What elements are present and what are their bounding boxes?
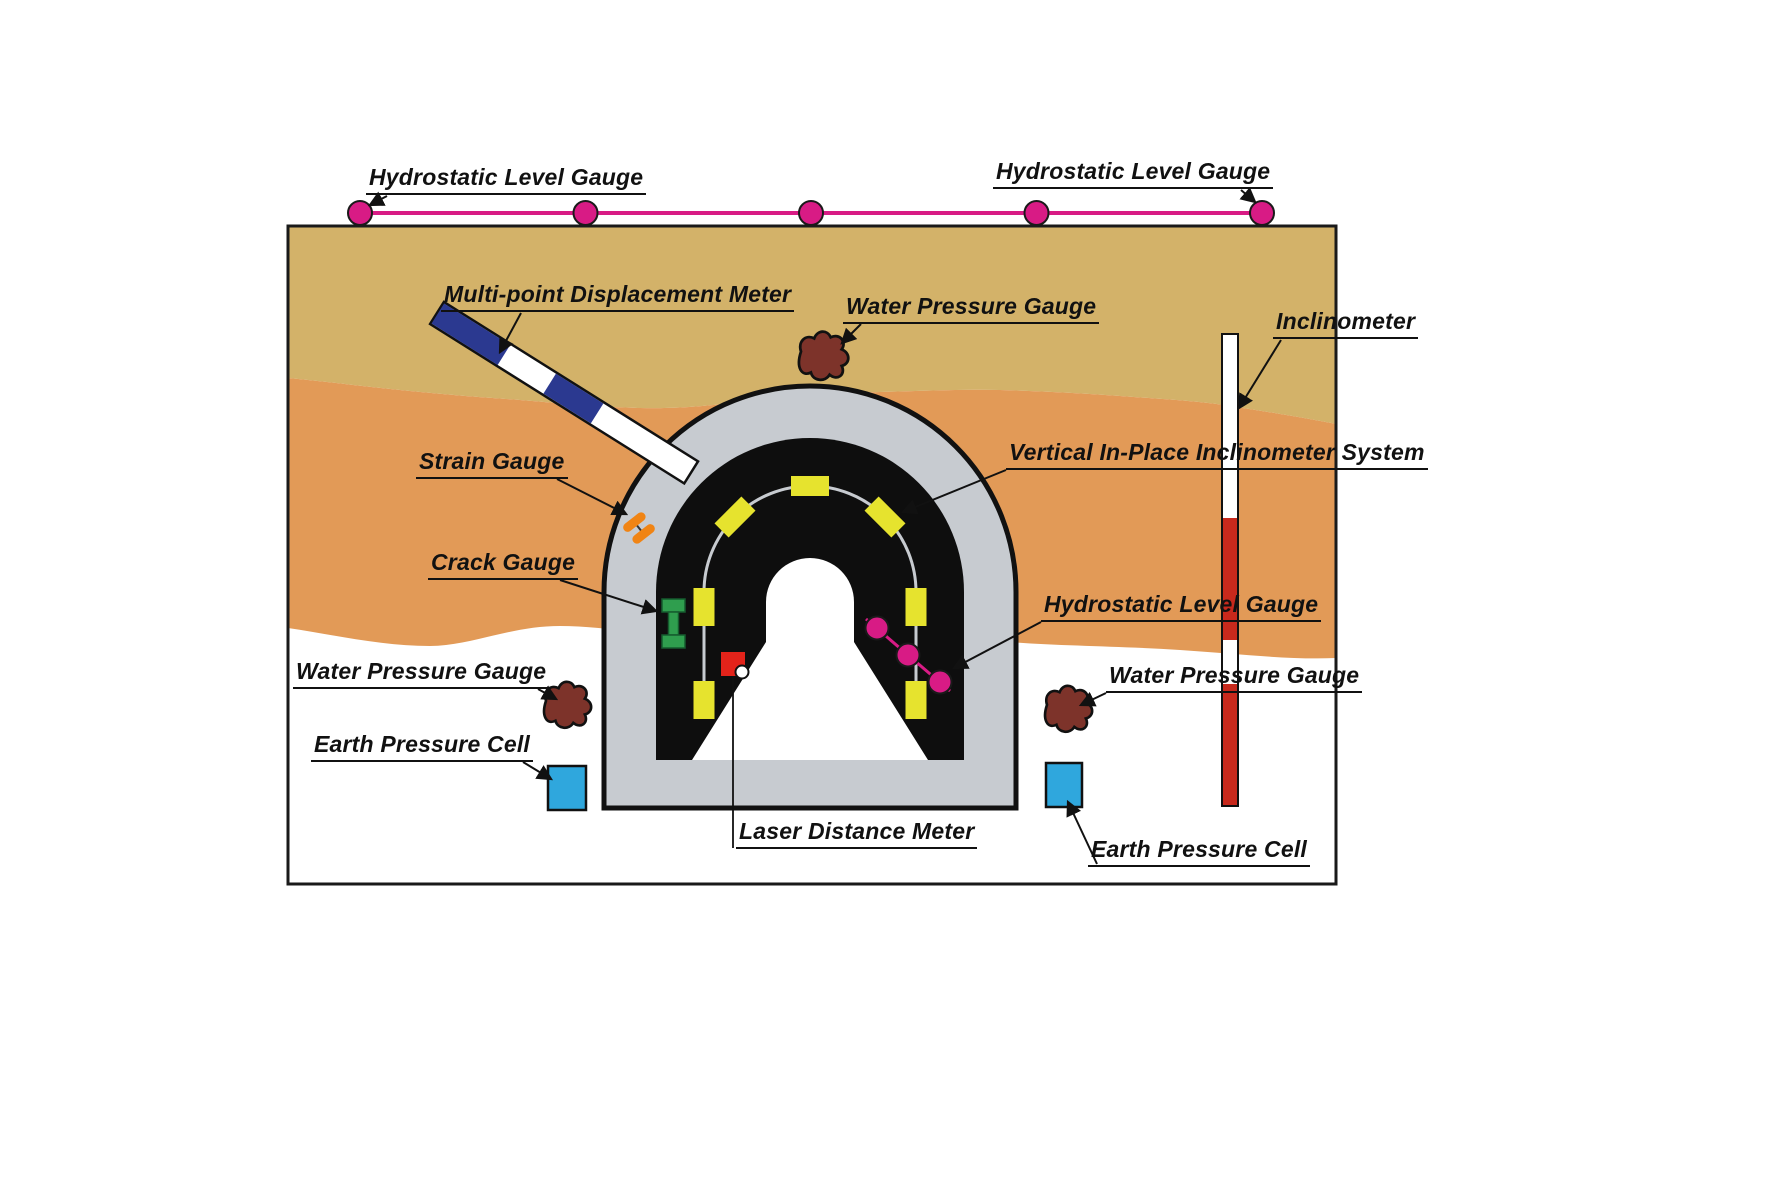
vertical-inclinometer-markers xyxy=(693,476,927,719)
leader-water-top xyxy=(840,323,862,345)
label-multipoint-displacement-meter: Multi-point Displacement Meter xyxy=(441,281,795,313)
label-hydrostatic-inner: Hydrostatic Level Gauge xyxy=(1041,591,1322,623)
water-pressure-gauge-left xyxy=(542,680,593,730)
hydrostatic-level-top-system xyxy=(347,200,1275,226)
label-water-pressure-top: Water Pressure Gauge xyxy=(843,293,1100,325)
inclinometer-red-segment xyxy=(1222,684,1238,806)
multipoint-displacement-rod xyxy=(428,300,700,486)
inclinometer-marker xyxy=(905,681,927,719)
label-hydrostatic-top-left: Hydrostatic Level Gauge xyxy=(366,164,647,196)
hydro-gauge-node xyxy=(895,642,921,668)
strain-gauge xyxy=(623,512,655,544)
inclinometer-marker xyxy=(693,588,715,626)
leader-vertical-inclinometer xyxy=(900,469,1007,515)
water-pressure-gauge-top xyxy=(797,330,850,382)
label-vertical-inclinometer-system: Vertical In-Place Inclinometer System xyxy=(1006,439,1428,471)
laser-lens xyxy=(734,664,750,680)
leader-hydro-top-left xyxy=(367,191,388,207)
hydro-gauge-node xyxy=(927,669,953,695)
leader-water-left xyxy=(537,685,559,701)
hydro-gauge-node xyxy=(572,200,599,226)
strain-gauge-bar xyxy=(632,524,655,544)
inclinometer-bar-outline xyxy=(1221,333,1239,807)
leader-earth-left xyxy=(522,761,554,781)
hydro-gauge-node xyxy=(1023,200,1050,226)
label-strain-gauge: Strain Gauge xyxy=(416,448,568,480)
inclinometer-red-segment xyxy=(1222,518,1238,640)
inclinometer-marker xyxy=(714,496,756,538)
earth-pressure-cells xyxy=(546,761,1084,812)
strain-gauge-bar xyxy=(623,512,646,532)
label-earth-pressure-left: Earth Pressure Cell xyxy=(311,731,534,763)
earth-pressure-cell-right xyxy=(1044,761,1084,809)
ground-box-border xyxy=(286,224,1338,886)
leader-multipoint xyxy=(498,312,522,355)
leader-water-right xyxy=(1078,691,1107,707)
leader-crack xyxy=(559,579,659,615)
label-water-pressure-left: Water Pressure Gauge xyxy=(293,658,550,690)
label-water-pressure-right: Water Pressure Gauge xyxy=(1106,662,1363,694)
leader-inclinometer xyxy=(1237,339,1282,411)
inclinometer-marker xyxy=(791,476,829,496)
hydrostatic-level-inner-system xyxy=(864,615,953,695)
inclinometer-bar xyxy=(1221,333,1239,807)
leader-hydro-inner xyxy=(951,621,1042,670)
label-earth-pressure-right: Earth Pressure Cell xyxy=(1088,836,1311,868)
crack-gauge-bottom-bar xyxy=(661,634,686,649)
label-inclinometer: Inclinometer xyxy=(1273,308,1419,340)
earth-pressure-cell-left xyxy=(546,764,588,812)
rod-navy-segment xyxy=(431,303,511,365)
crack-gauge-stem xyxy=(667,611,680,636)
hydro-gauge-node xyxy=(1249,200,1275,226)
leader-lines xyxy=(367,187,1282,865)
label-crack-gauge: Crack Gauge xyxy=(428,549,579,581)
water-pressure-gauge-right xyxy=(1043,684,1094,734)
leader-strain xyxy=(556,478,629,516)
rod-navy-segment xyxy=(543,373,604,424)
crack-gauge xyxy=(661,598,686,649)
inclinometer-marker xyxy=(905,588,927,626)
laser-distance-meter xyxy=(721,652,750,848)
tunnel-inner-opening xyxy=(692,558,928,760)
label-hydrostatic-top-right: Hydrostatic Level Gauge xyxy=(993,158,1274,190)
crack-gauge-top-bar xyxy=(661,598,686,613)
hydro-gauge-node xyxy=(864,615,890,641)
inclinometer-marker xyxy=(864,496,906,538)
leader-earth-right xyxy=(1066,799,1098,865)
hydro-gauge-node xyxy=(798,200,824,226)
label-laser-distance-meter: Laser Distance Meter xyxy=(736,818,978,850)
inclinometer-marker xyxy=(693,681,715,719)
leader-hydro-top-right xyxy=(1239,187,1257,204)
hydro-gauge-node xyxy=(347,200,373,226)
